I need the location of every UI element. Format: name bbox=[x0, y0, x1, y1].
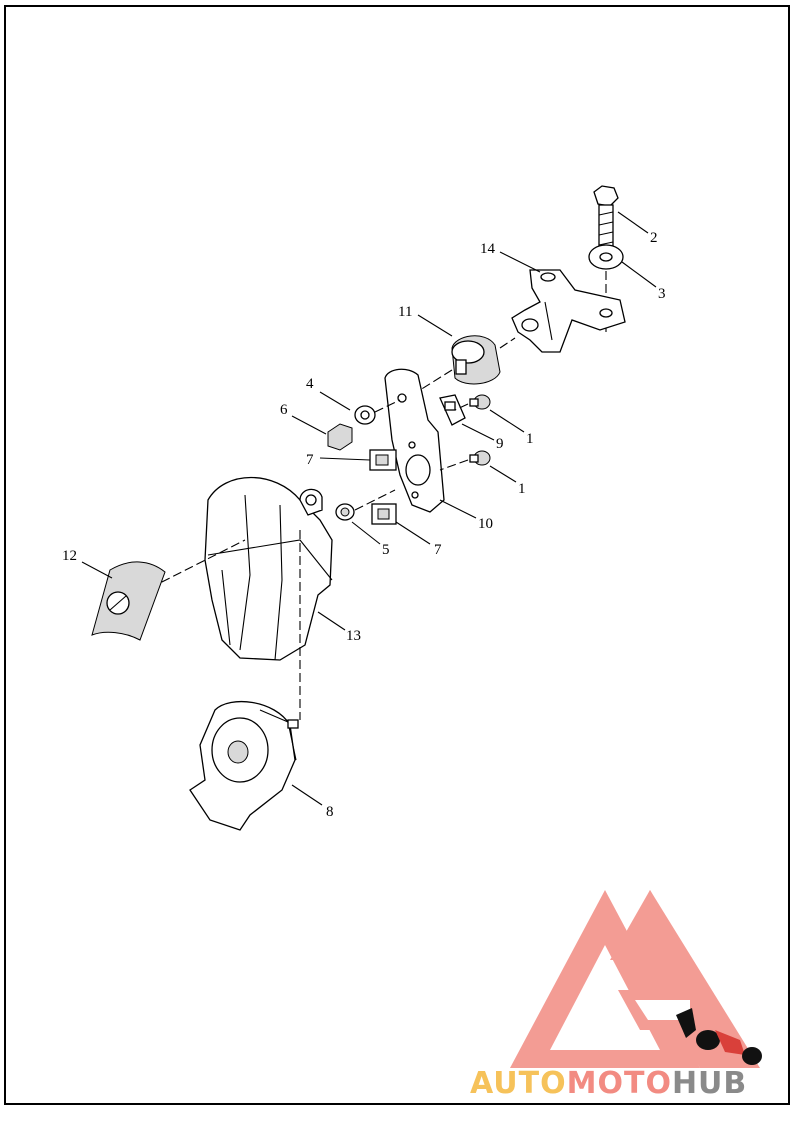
nut-part-6 bbox=[327, 423, 353, 451]
callout-2: 2 bbox=[650, 230, 658, 246]
washer-part-3 bbox=[588, 244, 624, 270]
screw-part-1-lower bbox=[469, 450, 491, 466]
callout-14: 14 bbox=[480, 241, 496, 257]
horn-cover-part-13 bbox=[204, 476, 333, 661]
watermark-triangle-logo bbox=[510, 890, 760, 1068]
callout-1-upper: 1 bbox=[526, 431, 534, 447]
callout-8: 8 bbox=[326, 804, 334, 820]
leader-lines bbox=[81, 211, 657, 806]
callout-5: 5 bbox=[382, 542, 390, 558]
callout-7-upper: 7 bbox=[306, 452, 314, 468]
callout-6: 6 bbox=[280, 402, 288, 418]
clip-part-9 bbox=[439, 394, 466, 426]
callout-1-lower: 1 bbox=[518, 481, 526, 497]
callout-9: 9 bbox=[496, 436, 504, 452]
callout-13: 13 bbox=[346, 628, 361, 644]
watermark-hub: HUB bbox=[671, 1066, 748, 1101]
speed-nut-part-7-lower bbox=[371, 503, 397, 525]
callout-11: 11 bbox=[398, 304, 412, 320]
medallion-part-12 bbox=[91, 561, 166, 641]
callout-10: 10 bbox=[478, 516, 493, 532]
mounting-plate-part-10 bbox=[384, 368, 445, 513]
watermark-logo-text: AUTOMOTOHUB bbox=[470, 1066, 747, 1101]
callout-7-lower: 7 bbox=[434, 542, 442, 558]
callout-12: 12 bbox=[62, 548, 77, 564]
speed-nut-part-7-upper bbox=[369, 449, 397, 471]
watermark-moto: MOTO bbox=[566, 1066, 672, 1101]
washer-part-5 bbox=[335, 503, 355, 521]
screw-part-1-upper bbox=[469, 394, 491, 410]
callout-4: 4 bbox=[306, 376, 314, 392]
callout-3: 3 bbox=[658, 286, 666, 302]
bolt-part-2 bbox=[593, 185, 619, 256]
bracket-part-14 bbox=[511, 269, 626, 353]
diagram-frame bbox=[4, 5, 790, 1105]
rubber-mount-part-11 bbox=[451, 335, 501, 385]
horn-part-8 bbox=[189, 700, 299, 831]
washer-part-4 bbox=[354, 405, 376, 425]
motorcycle-rider-icon bbox=[676, 1008, 762, 1065]
watermark-auto: AUTO bbox=[470, 1066, 567, 1101]
